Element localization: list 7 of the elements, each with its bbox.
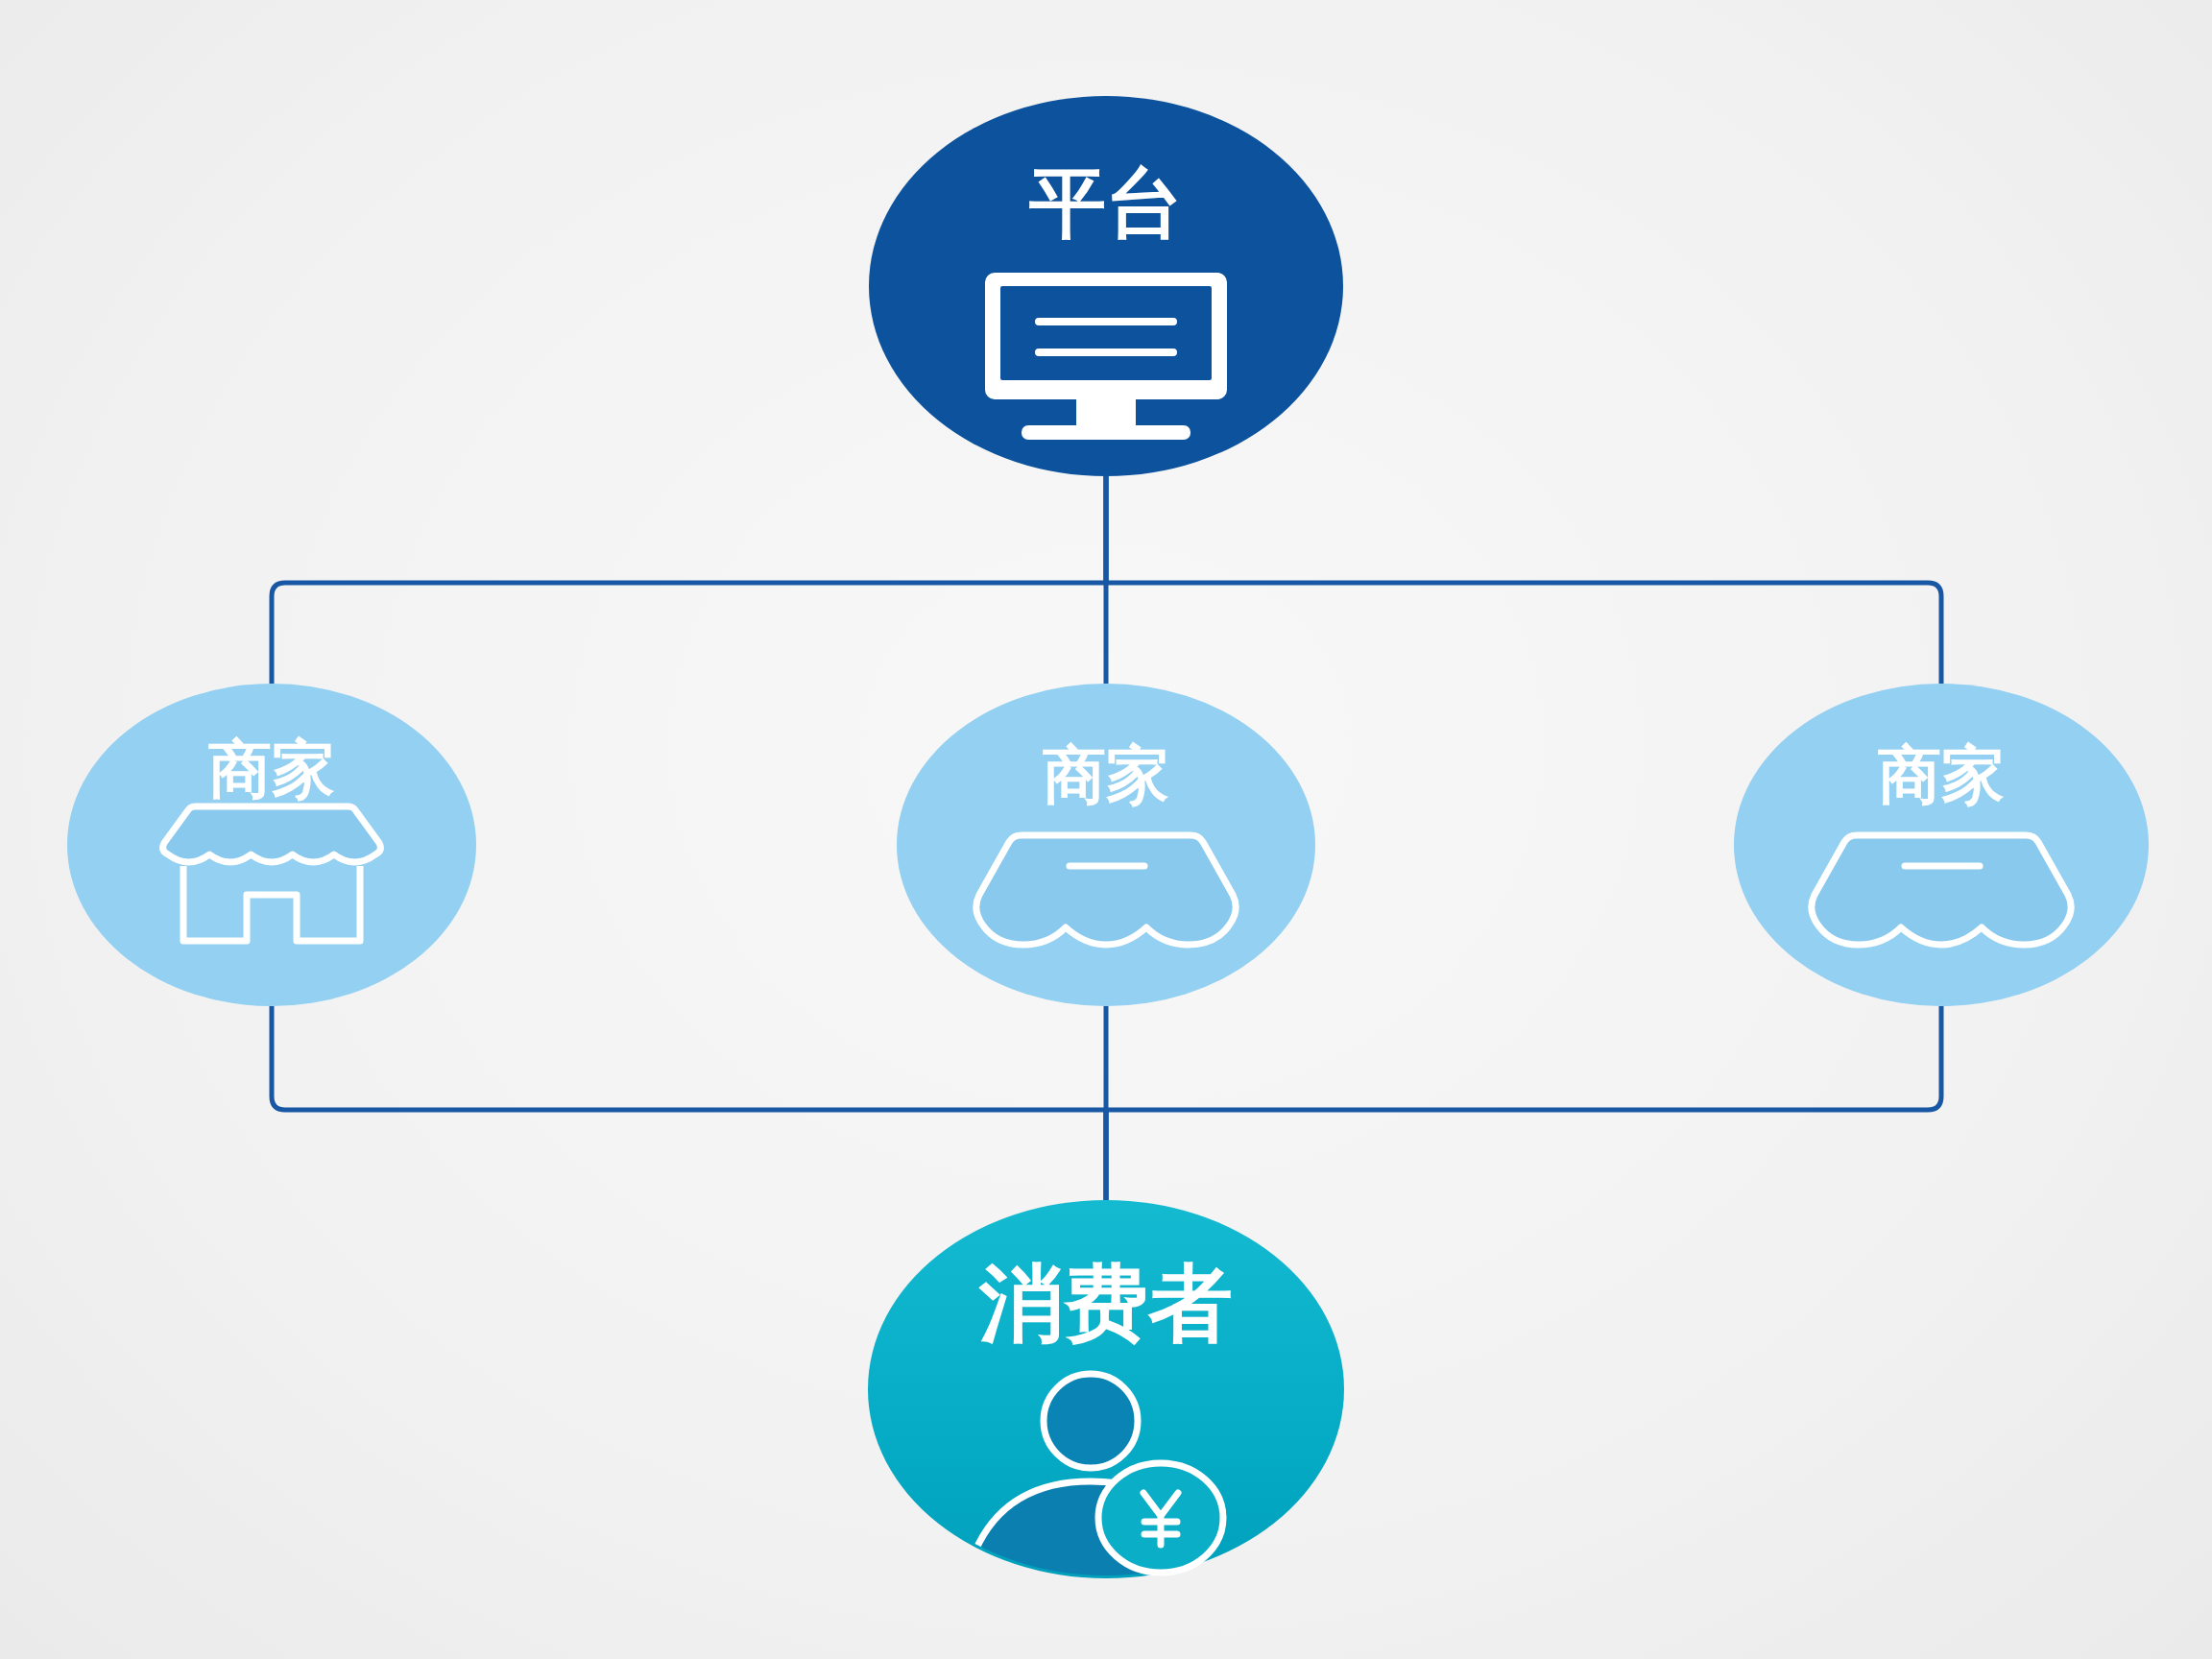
node-label: 商家	[1878, 744, 2005, 807]
node-label: 商家	[1043, 744, 1169, 807]
node-label: 消费者	[979, 1262, 1233, 1346]
connector-line	[1103, 1006, 1944, 1200]
node-label: 商家	[208, 738, 335, 802]
connector-line	[1103, 476, 1944, 684]
node-label: 平台	[1029, 165, 1183, 242]
